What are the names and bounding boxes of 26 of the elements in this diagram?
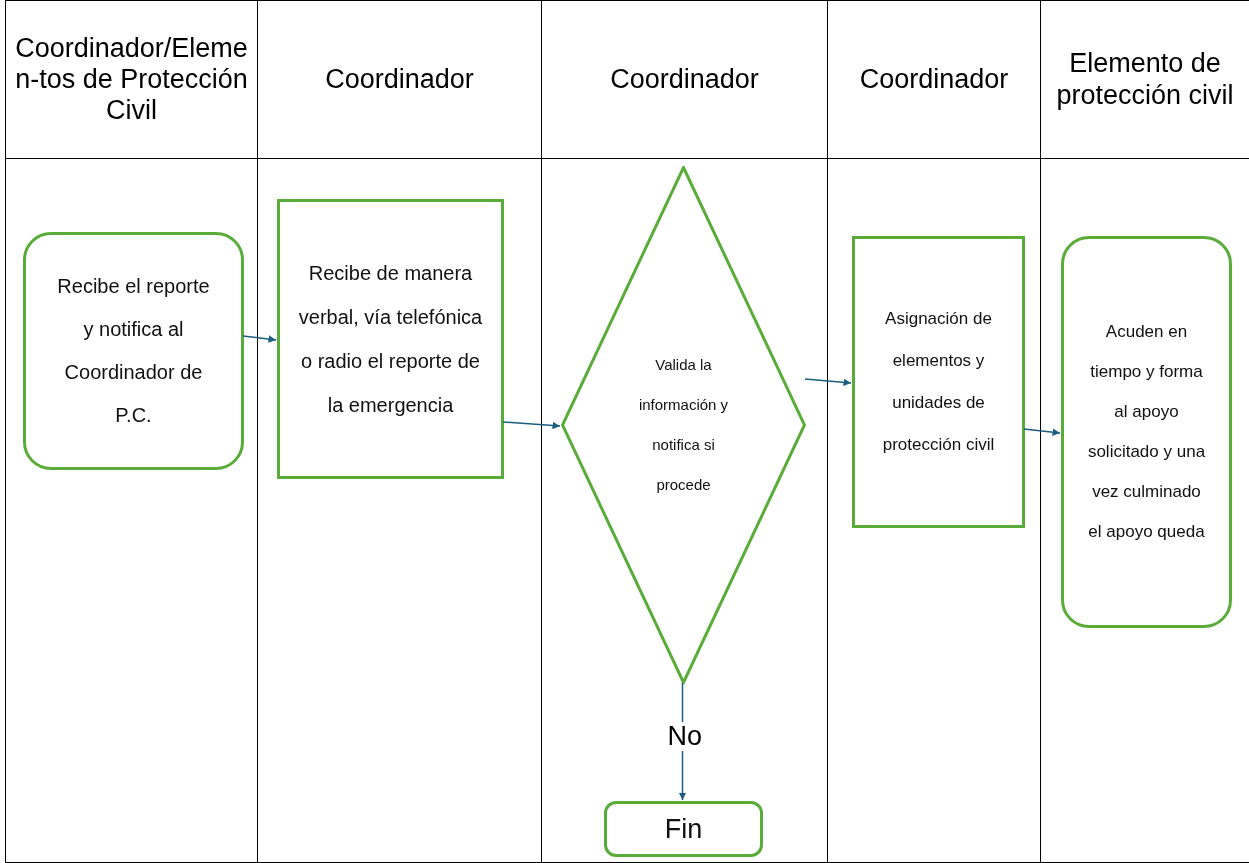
decision-diamond <box>561 166 806 684</box>
step-text: Acuden en tiempo y forma al apoyo solicitado y una vez culminado el apoyo queda <box>1086 321 1207 543</box>
process-box <box>1061 236 1232 628</box>
arrow <box>242 335 277 343</box>
step-text: Recibe de manera verbal, vía telefónica o radio el reporte de la emergencia <box>297 261 484 418</box>
terminal-box <box>604 801 763 857</box>
lane-header: Coordinador <box>324 63 475 95</box>
step-text: Fin <box>663 814 704 844</box>
swimlane <box>5 0 258 863</box>
process-box <box>277 199 504 479</box>
process-box <box>23 232 244 470</box>
swimlane <box>1040 0 1249 863</box>
arrow <box>1023 428 1061 436</box>
swimlane <box>541 0 828 863</box>
process-box <box>852 236 1025 528</box>
arrow <box>502 421 561 430</box>
step-text: Valida la información y notifica si procede <box>638 355 729 495</box>
arrow <box>804 378 852 387</box>
lane-header: Coordinador/Elemen-tos de Protección Civil <box>14 32 249 127</box>
lane-header: Elemento de protección civil <box>1055 48 1235 111</box>
lane-header: Coordinador <box>858 63 1010 95</box>
lane-header: Coordinador <box>609 63 760 95</box>
swimlane <box>827 0 1041 863</box>
step-text: Asignación de elementos y unidades de protección civil <box>881 308 996 456</box>
step-text: Recibe el reporte y notifica al Coordinador de P.C. <box>56 274 211 428</box>
swimlane <box>257 0 542 863</box>
